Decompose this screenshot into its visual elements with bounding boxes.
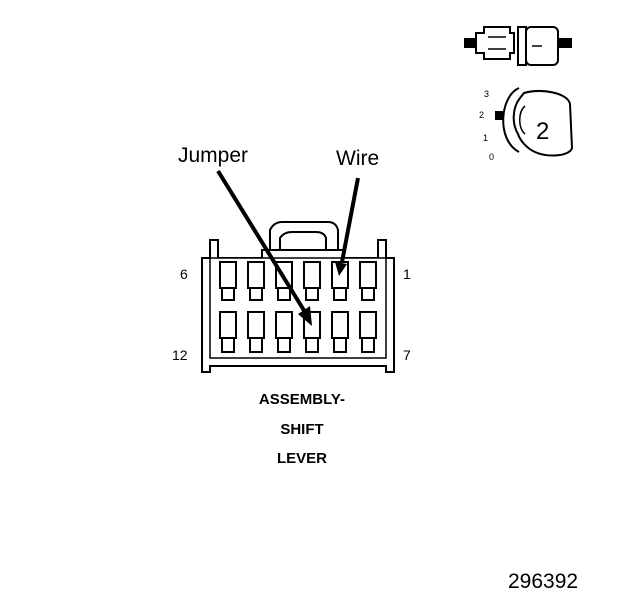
jumper-label: Jumper	[178, 144, 248, 167]
connector-view-icon: 3 2 1 0 2	[479, 87, 574, 162]
figure-number: 296392	[508, 570, 578, 593]
pin-label-6: 6	[180, 266, 188, 282]
pin-label-12: 12	[172, 347, 188, 363]
cavity-6	[219, 261, 237, 289]
cavity-7	[359, 311, 377, 339]
component-title-line2: SHIFT	[280, 421, 323, 438]
pin-label-7: 7	[403, 347, 411, 363]
cavities-bottom-row	[219, 311, 377, 353]
jumper-arrow	[216, 169, 312, 326]
marker-1: 1	[483, 133, 488, 143]
cavity-11	[247, 311, 265, 339]
cavity-5	[247, 261, 265, 289]
cavity-12	[219, 311, 237, 339]
component-title-line1: ASSEMBLY-	[259, 391, 345, 408]
wire-arrow	[335, 177, 360, 276]
cavity-10	[275, 311, 293, 339]
marker-0: 0	[489, 152, 494, 162]
cavity-8	[331, 311, 349, 339]
cavity-1	[359, 261, 377, 289]
marker-3: 3	[484, 89, 489, 99]
wire-label: Wire	[336, 147, 379, 170]
pin-label-1: 1	[403, 266, 411, 282]
marker-2: 2	[479, 110, 484, 120]
cavity-3	[303, 261, 321, 289]
view-number: 2	[536, 118, 549, 145]
connector-side-icon	[464, 26, 572, 66]
component-title-line3: LEVER	[277, 450, 327, 467]
